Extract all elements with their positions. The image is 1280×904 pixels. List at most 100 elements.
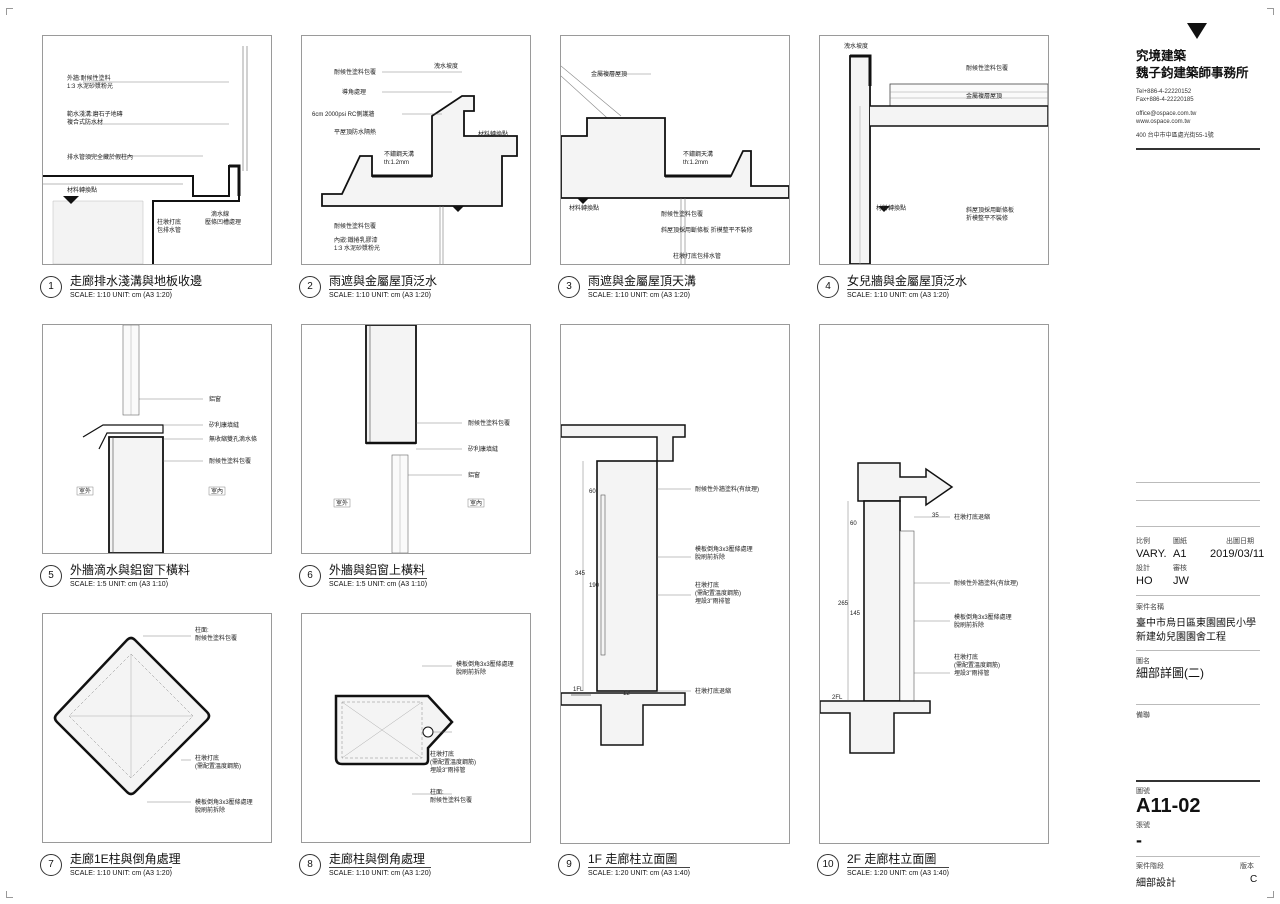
note: 1:3 水泥砂漿粉光 [334,244,380,252]
detail-number: 5 [40,565,62,587]
sheet-label: 圖號 [1136,788,1150,795]
project-name-line1: 臺中市烏日區東園國民小學 [1136,618,1256,629]
note: 矽利康填縫 [468,445,498,453]
divider [1136,595,1260,596]
detail-8-svg: 模板倒角3x3壓條處理 脫刷前拆除 柱墩打底 (需配置溫度鋼筋) 埋設3"雨排管… [334,660,514,804]
scale-value: VARY. [1136,548,1167,560]
divider [1136,526,1260,527]
detail-3-svg: 金屬複層屋頂 不鏽鋼天溝 th:1.2mm 材料轉換點 耐候性塗料包覆 斜屋頂採… [561,65,789,264]
detail-10-drawing: 柱墩打底退縮 耐候性外牆塗料(有紋理) 模板倒角3x3壓條處理 脫刷前拆除 柱墩… [819,324,1049,844]
note: (需配置溫度鋼筋) [695,589,741,597]
divider [1136,148,1260,150]
dimension: 190 [589,583,600,589]
note: 範水淺溝:磨石子地磚 [67,110,123,118]
note: 柱墩打底 [695,581,719,589]
detail-number: 2 [299,276,321,298]
note: 耐候性塗料包覆 [334,222,376,230]
detail-title: 女兒牆與金屬屋頂泛水 [847,274,968,288]
note: 耐候性塗料包覆 [209,457,251,465]
check-label: 審核 [1173,565,1187,572]
crop-mark [1267,8,1274,15]
note: 耐候性塗料包覆 [334,68,376,76]
detail-scale: SCALE: 1:10 UNIT: cm (A3 1:20) [847,289,949,299]
crop-mark [1267,891,1274,898]
note: 導角處理 [342,88,366,96]
detail-2-svg: 耐候性塗料包覆 導角處理 6cm 2000psi RC側護牆 平屋頂防水隔熱 不… [312,62,518,264]
note: 耐候性塗料包覆 [661,210,703,218]
detail-1-svg: 外牆:耐候性塗料 1:3 水泥砂漿粉光 範水淺溝:磨石子地磚 複合式防水材 排水… [43,46,248,264]
detail-7-drawing: 柱面: 耐候性塗料包覆 柱墩打底 (需配置溫度鋼筋) 模板倒角3x3壓條處理 脫… [42,613,272,843]
note: 材料轉換點 [478,130,508,138]
detail-5-drawing: 鋁窗 矽利康填縫 無收縮雙孔滴水條 耐候性塗料包覆 室外 室內 [42,324,272,554]
firm-address: 400 台中市中區處光街55-1號 [1136,133,1214,139]
detail-scale: SCALE: 1:10 UNIT: cm (A3 1:20) [329,289,431,299]
detail-number: 3 [558,276,580,298]
detail-title: 2F 走廊柱立面圖 [847,852,937,866]
paper-value: A1 [1173,548,1187,560]
detail-scale: SCALE: 1:5 UNIT: cm (A3 1:10) [329,578,428,588]
drawing-label: 圖名 [1136,658,1150,665]
note: 埋設3"雨排管 [695,597,730,605]
note: 鋁窗 [209,395,221,403]
note: 柱面: [195,626,209,634]
detail-scale: SCALE: 1:20 UNIT: cm (A3 1:40) [847,867,949,877]
detail-title: 走廊排水淺溝與地板收邊 [70,274,203,288]
note: 耐候性塗料包覆 [966,64,1008,72]
drawing-title: 細部詳圖(二) [1136,666,1204,680]
divider [1136,650,1260,651]
note-label: 備聯 [1136,712,1150,719]
detail-9-svg: 耐候性外牆塗料(有紋理) 模板倒角3x3壓條處理 脫刷前拆除 柱墩打底 (需配置… [561,424,759,746]
page-label: 張號 [1136,822,1150,829]
design-value: HO [1136,575,1153,587]
divider [1136,482,1260,483]
note: 柱墩打底 [157,218,181,226]
firm-contact: Tel+886-4-22220152 Fax+886-4-22220185 of… [1136,88,1260,140]
design-label: 設計 [1136,565,1150,572]
divider [1136,500,1260,501]
sheet-number: A11-02 [1136,795,1201,817]
detail-scale: SCALE: 1:10 UNIT: cm (A3 1:20) [70,289,172,299]
note: (需配置溫度鋼筋) [430,758,476,766]
detail-title: 走廊柱與倒角處理 [329,852,426,866]
detail-scale: SCALE: 1:20 UNIT: cm (A3 1:40) [588,867,690,877]
dimension: 60 [589,489,596,495]
note: 包排水管 [157,226,181,234]
note: 滴水線 [211,210,229,218]
detail-4-caption: 4 女兒牆與金屬屋頂泛水 SCALE: 1:10 UNIT: cm (A3 1:… [817,272,1047,306]
detail-title: 外牆與鋁窗上橫料 [329,563,426,577]
detail-6-drawing: 耐候性塗料包覆 矽利康填縫 鋁窗 室外 室內 [301,324,531,554]
detail-number: 10 [817,854,839,876]
scale-label: 比例 [1136,538,1150,545]
note: 1:3 水泥砂漿粉光 [67,82,113,90]
divider [1136,856,1260,857]
dimension: 12 [623,691,630,697]
detail-4-drawing: 洩水坡度 耐候性塗料包覆 金屬複層屋頂 材料轉換點 斜屋頂採用斷條板 折模整平不… [819,35,1049,265]
detail-5-svg: 鋁窗 矽利康填縫 無收縮雙孔滴水條 耐候性塗料包覆 室外 室內 [76,325,257,553]
note: 洩水坡度 [844,42,868,50]
north-arrow-icon [1187,23,1207,39]
note: 排水管須完全藏於假柱內 [67,153,133,161]
note: 2FL [832,695,843,701]
dimension: 145 [850,611,861,617]
note: 折模整平不裝修 [966,214,1008,222]
detail-scale: SCALE: 1:10 UNIT: cm (A3 1:20) [70,867,172,877]
note: 脫刷前拆除 [195,806,225,814]
firm-name-line2: 魏子鈞建築師事務所 [1136,66,1249,80]
note: 室外 [79,487,91,495]
detail-number: 4 [817,276,839,298]
note: 1FL [573,687,584,693]
divider [1136,780,1260,782]
detail-scale: SCALE: 1:10 UNIT: cm (A3 1:20) [329,867,431,877]
firm-fax: Fax+886-4-22220185 [1136,97,1194,103]
detail-2-caption: 2 雨遮與金屬屋頂泛水 SCALE: 1:10 UNIT: cm (A3 1:2… [299,272,529,306]
note: th:1.2mm [384,160,409,166]
note: 柱墩打底退縮 [695,687,731,695]
note: 模板倒角3x3壓條處理 [954,613,1012,621]
detail-title: 雨遮與金屬屋頂泛水 [329,274,438,288]
detail-title: 外牆滴水與鋁窗下橫料 [70,563,191,577]
detail-scale: SCALE: 1:10 UNIT: cm (A3 1:20) [588,289,690,299]
note: 不鏽鋼天溝 [683,150,713,158]
note: 複合式防水材 [67,118,103,126]
note: 平屋頂防水隔熱 [334,128,376,136]
note: 材料轉換點 [876,204,906,212]
